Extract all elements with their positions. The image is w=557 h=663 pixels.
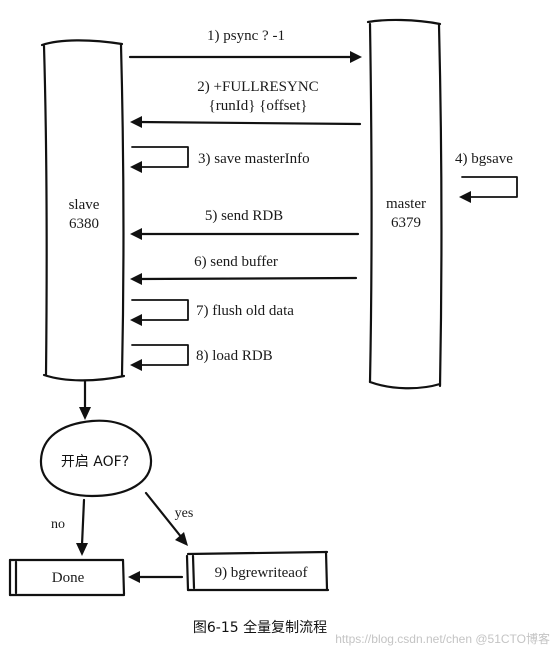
decision-aof-label: 开启 AOF? [61,454,129,470]
step-send-rdb-arrow: 5) send RDB [130,208,360,240]
done-node: Done [8,558,126,597]
step-bgsave-loop: 4) bgsave [455,151,518,203]
yes-branch-arrow: yes [144,491,194,546]
no-branch-label: no [51,517,65,532]
figure-caption: 图6-15 全量复制流程 [193,619,327,636]
bgrewriteaof-label: 9) bgrewriteaof [215,565,308,581]
bgrewriteaof-to-done-arrow [128,571,184,583]
step-flush-old-data-label: 7) flush old data [196,303,294,319]
done-label: Done [52,570,85,586]
slave-port: 6380 [69,216,99,232]
slave-to-decision-arrow [79,379,91,420]
decision-aof-node: 开启 AOF? [39,419,153,498]
step-load-rdb-label: 8) load RDB [196,348,273,364]
master-node: master 6379 [366,18,443,390]
yes-branch-label: yes [175,506,194,521]
watermark-text: https://blog.csdn.net/chen @51CTO博客 [335,631,550,646]
step-flush-old-data-loop: 7) flush old data [130,299,294,326]
step-fullresync-arrow: 2) +FULLRESYNC {runId} {offset} [130,79,362,128]
step-save-master-info-loop: 3) save masterInfo [130,146,310,173]
bgrewriteaof-node: 9) bgrewriteaof [185,550,330,592]
slave-node: slave 6380 [40,39,126,382]
step-fullresync-params: {runId} {offset} [209,98,308,114]
step-psync-arrow: 1) psync ? -1 [128,28,362,63]
step-psync-label: 1) psync ? -1 [207,28,285,44]
step-bgsave-label: 4) bgsave [455,151,513,167]
master-port: 6379 [391,215,421,231]
step-send-buffer-arrow: 6) send buffer [130,254,358,285]
step-send-buffer-label: 6) send buffer [194,254,278,270]
step-load-rdb-loop: 8) load RDB [130,344,273,371]
master-name: master [386,196,426,212]
step-save-master-info-label: 3) save masterInfo [198,151,310,167]
no-branch-arrow: no [51,498,88,556]
slave-name: slave [69,197,100,213]
step-fullresync-label: 2) +FULLRESYNC [197,79,318,95]
step-send-rdb-label: 5) send RDB [205,208,283,224]
